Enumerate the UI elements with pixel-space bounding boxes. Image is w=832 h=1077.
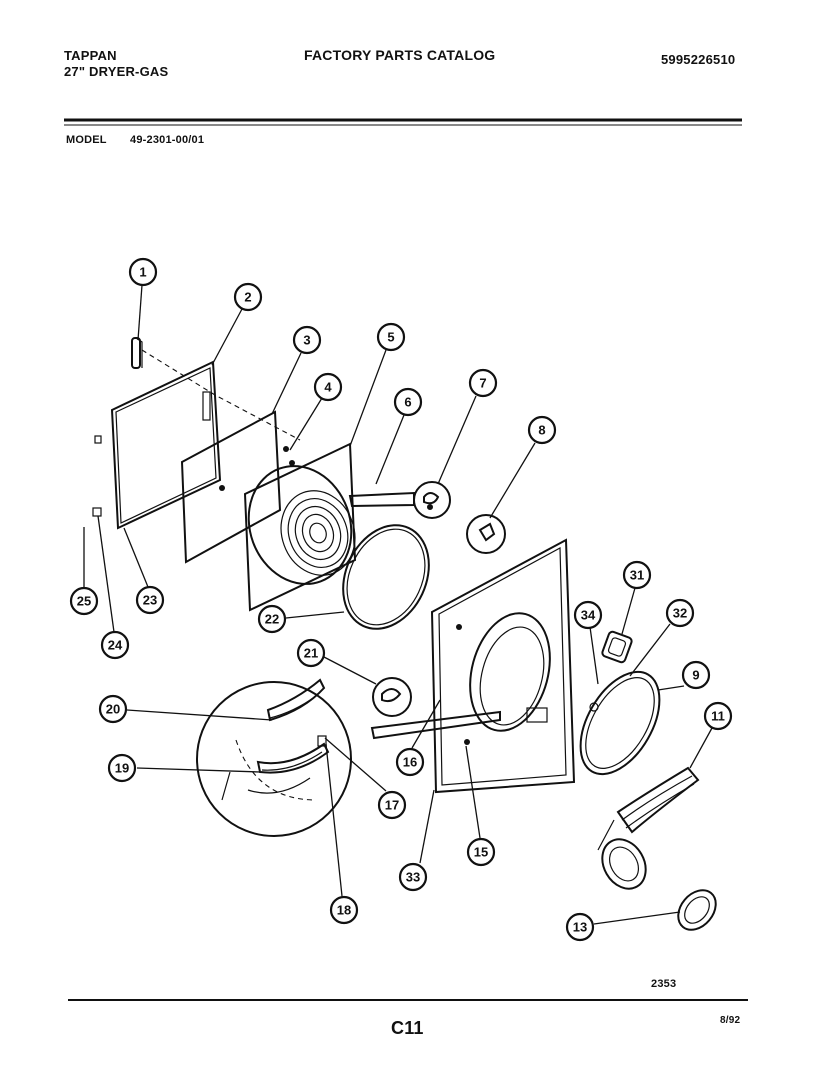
- drawing-code: 2353: [651, 978, 677, 990]
- callout-25: 25: [69, 586, 99, 616]
- outer-door-panel: [92, 360, 222, 530]
- callout-21: 21: [296, 638, 326, 668]
- callout-8: 8: [527, 415, 557, 445]
- callout-20: 20: [98, 694, 128, 724]
- callout-22: 22: [257, 604, 287, 634]
- callout-15: 15: [466, 837, 496, 867]
- callout-23-label: 23: [143, 593, 157, 608]
- page-code: C11: [391, 1018, 424, 1038]
- front-panel: [430, 538, 576, 794]
- door-inner-panel: [243, 442, 357, 612]
- callout-24-label: 24: [108, 638, 123, 653]
- callout-16: 16: [395, 747, 425, 777]
- callout-33-label: 33: [406, 870, 420, 885]
- door-gasket: [342, 524, 430, 630]
- door-strike: [466, 514, 506, 554]
- ring-clip: [601, 630, 633, 664]
- callout-1-label: 1: [139, 265, 146, 280]
- door-latch: [372, 677, 412, 717]
- callout-4-label: 4: [324, 380, 332, 395]
- callout-15-label: 15: [474, 845, 488, 860]
- screws: [283, 446, 295, 466]
- callout-9-label: 9: [692, 668, 699, 683]
- panel-band: [370, 710, 501, 740]
- callout-34: 34: [573, 600, 603, 630]
- callout-23: 23: [135, 585, 165, 615]
- callout-18: 18: [329, 895, 359, 925]
- callout-24: 24: [100, 630, 130, 660]
- callout-7: 7: [468, 368, 498, 398]
- duct-seal: [677, 889, 717, 931]
- callout-18-label: 18: [337, 903, 351, 918]
- callout-2: 2: [233, 282, 263, 312]
- callout-21-label: 21: [304, 646, 318, 661]
- callout-17: 17: [377, 790, 407, 820]
- callout-4: 4: [313, 372, 343, 402]
- callout-32: 32: [665, 598, 695, 628]
- leader-lines: [83, 284, 713, 925]
- date-code: 8/92: [720, 1015, 741, 1026]
- brand-name: TAPPAN: [64, 48, 117, 63]
- door-handle: [131, 337, 143, 369]
- callout-3: 3: [292, 325, 322, 355]
- door-hinge: [413, 481, 451, 519]
- callout-32-label: 32: [673, 606, 687, 621]
- callout-16-label: 16: [403, 755, 417, 770]
- callout-33: 33: [398, 862, 428, 892]
- callout-19: 19: [107, 753, 137, 783]
- product-subtitle: 27" DRYER-GAS: [64, 64, 169, 79]
- callout-5-label: 5: [387, 330, 394, 345]
- callout-5: 5: [376, 322, 406, 352]
- callout-8-label: 8: [538, 423, 545, 438]
- callout-6-label: 6: [404, 395, 411, 410]
- hinge-band: [348, 491, 415, 508]
- callout-13-label: 13: [573, 920, 587, 935]
- model-number: 49-2301-00/01: [130, 134, 205, 146]
- callout-9: 9: [681, 660, 711, 690]
- callout-2-label: 2: [244, 290, 251, 305]
- callout-25-label: 25: [77, 594, 91, 609]
- callout-31-label: 31: [630, 568, 644, 583]
- callout-11: 11: [703, 701, 733, 731]
- callout-31: 31: [622, 560, 652, 590]
- model-label: MODEL: [66, 134, 107, 146]
- lint-duct: [597, 766, 700, 890]
- callout-19-label: 19: [115, 761, 129, 776]
- callout-34-label: 34: [581, 608, 596, 623]
- callout-7-label: 7: [479, 376, 486, 391]
- callout-17-label: 17: [385, 798, 399, 813]
- catalog-title: FACTORY PARTS CATALOG: [304, 47, 496, 63]
- catalog-part-number: 5995226510: [661, 52, 736, 67]
- callout-20-label: 20: [106, 702, 120, 717]
- callout-11-label: 11: [711, 709, 725, 724]
- callout-13: 13: [565, 912, 595, 942]
- duct-ring: [579, 670, 661, 776]
- callout-6: 6: [393, 387, 423, 417]
- callout-1: 1: [128, 257, 158, 287]
- callout-22-label: 22: [265, 612, 279, 627]
- detail-view: [196, 678, 352, 837]
- callout-3-label: 3: [303, 333, 310, 348]
- door-liner: [180, 410, 282, 564]
